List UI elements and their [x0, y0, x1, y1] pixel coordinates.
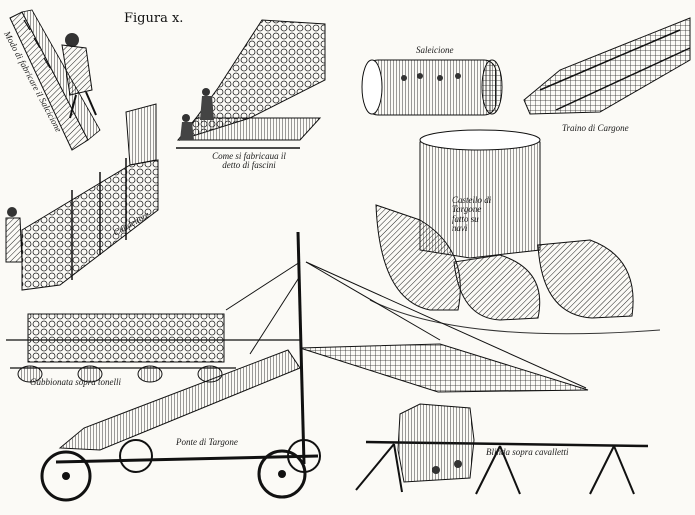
- label-bundle-making: Come si fabricaua il detto di fascini: [212, 151, 286, 171]
- salcicione-making-scene: [9, 9, 101, 151]
- blinda-trestles-scene: [355, 403, 649, 495]
- label-traino: Traino di Cargone: [562, 123, 629, 133]
- candeliere-palisade-scene: [5, 103, 159, 291]
- label-castello: Castello di Targone fatto su navi: [452, 195, 492, 234]
- fascine-bundle-scene: [176, 19, 326, 149]
- label-saleicione: Saleicione: [416, 45, 454, 55]
- label-gabbionata: Gabbionata sopra tonelli: [30, 377, 122, 387]
- castello-boats-scene: [369, 129, 661, 335]
- plate-title: Figura x.: [124, 11, 184, 26]
- ponte-bridge-scene: [40, 231, 589, 502]
- gabbionata-barrels-scene: [6, 313, 300, 383]
- label-blinda: Blinda sopra cavalletti: [486, 447, 569, 457]
- saleicione-roll-scene: [361, 59, 503, 116]
- traino-sledge-scene: [523, 17, 691, 115]
- label-ponte: Ponte di Targone: [176, 437, 238, 447]
